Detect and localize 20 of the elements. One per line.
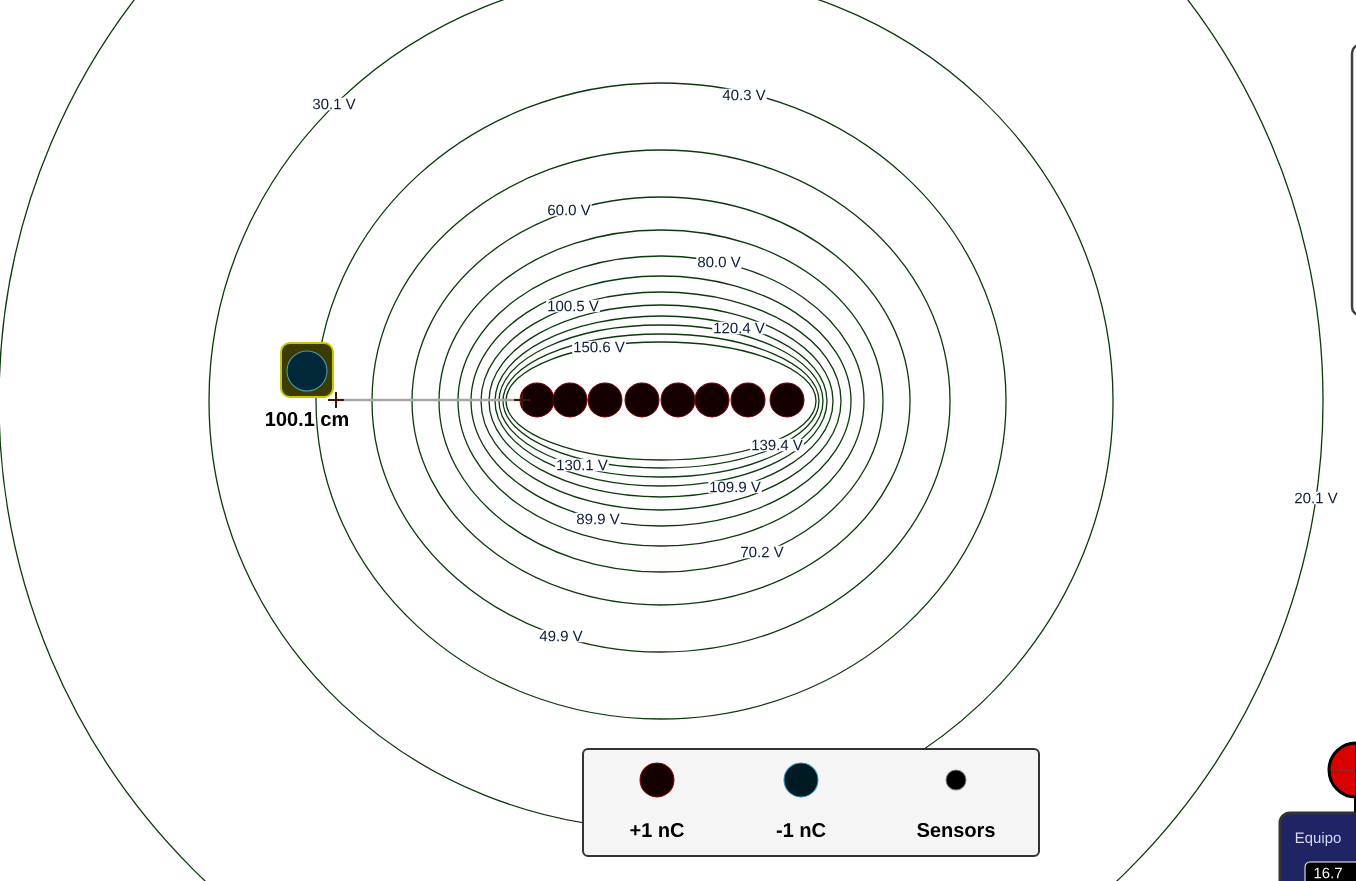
voltage-label: 150.6 V (572, 340, 626, 354)
voltage-label: 130.1 V (555, 458, 609, 472)
voltage-label: 20.1 V (1293, 491, 1339, 505)
voltage-label: 139.4 V (750, 438, 804, 452)
voltage-label: 120.4 V (712, 321, 766, 335)
distance-readout: 100.1 cm (266, 411, 348, 427)
legend-text: Sensors (917, 822, 995, 838)
voltage-label: 60.0 V (546, 203, 592, 217)
voltage-label: 80.0 V (696, 255, 742, 269)
voltage-label: 89.9 V (575, 512, 621, 526)
voltage-label: 109.9 V (708, 480, 762, 494)
voltage-label: 100.5 V (546, 299, 600, 313)
voltage-label: 70.2 V (739, 545, 785, 559)
panel-title: Equipo (1295, 832, 1341, 846)
voltage-label: 40.3 V (721, 88, 767, 102)
voltage-label: 49.9 V (538, 629, 584, 643)
voltage-label: 30.1 V (311, 97, 357, 111)
legend-text: -1 nC (776, 822, 826, 838)
meter-readout: 16.7 (1314, 867, 1342, 879)
legend-text: +1 nC (630, 822, 684, 838)
